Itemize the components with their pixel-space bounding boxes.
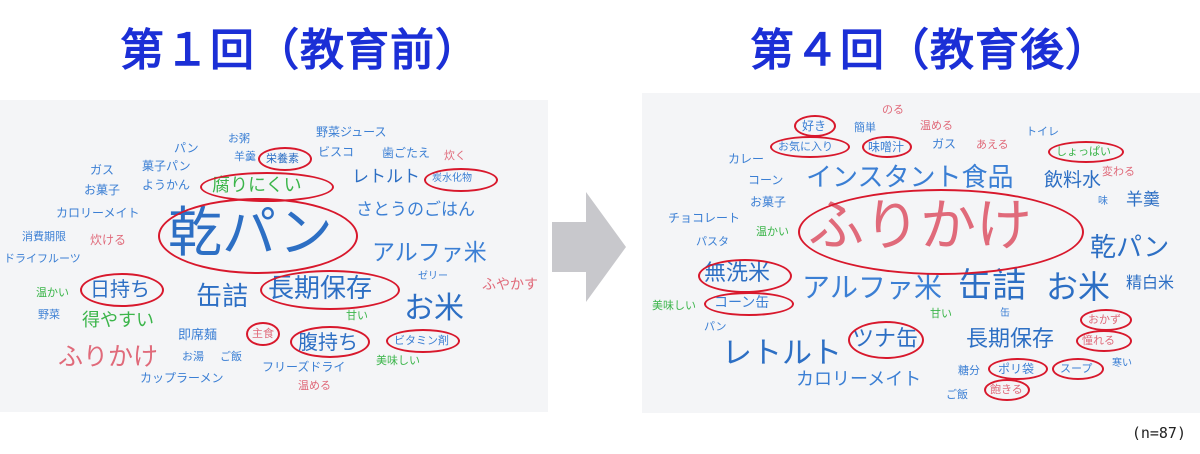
word: カップラーメン [140,371,224,385]
word: アルファ米 [802,271,943,304]
word: アルファ米 [372,240,487,266]
highlight-circle [246,322,280,346]
highlight-circle [260,270,400,310]
word: トイレ [1026,125,1059,138]
highlight-circle [290,326,370,358]
word: ドライフルーツ [4,252,81,265]
word: パン [704,320,727,333]
word: 寒い [1112,358,1132,369]
highlight-circle [988,358,1048,380]
word: 乾パン [1090,233,1170,263]
word: 野菜ジュース [316,125,387,139]
highlight-circle [798,189,1084,275]
word: 得やすい [82,310,154,331]
highlight-circle [698,259,792,293]
highlight-circle [794,115,836,137]
word: さとうのごはん [356,200,475,220]
word: 羊羹 [234,150,256,163]
title-after-education: 第４回（教育後） [750,25,1110,76]
word: ビスコ [318,145,355,159]
word: 飲料水 [1044,169,1102,191]
highlight-circle [862,136,912,158]
word: ガス [90,163,115,177]
word: レトルト [352,167,420,187]
word: 味 [1098,196,1108,207]
word: 温かい [36,286,69,299]
word: 美味しい [376,354,420,367]
highlight-circle [386,329,460,353]
word: 美味しい [652,299,696,312]
word: 野菜 [38,308,60,321]
word: チョコレート [668,211,741,225]
word: 歯ごたえ [382,146,431,160]
word: のる [882,103,904,116]
highlight-circle [1080,309,1132,331]
word: カロリーメイト [796,369,922,390]
word: ガス [932,137,957,151]
highlight-circle [848,321,924,359]
word: 温かい [756,225,789,238]
word: 缶詰 [958,266,1026,306]
highlight-circle [1076,330,1132,352]
word: ふやかす [482,277,538,293]
word: 簡単 [854,121,876,134]
word: フリーズドライ [262,360,346,374]
word: 炊ける [90,233,127,247]
title-before-education: 第１回（教育前） [120,25,480,76]
word: インスタント食品 [806,163,1014,193]
highlight-circle [704,292,794,316]
highlight-circle [258,147,312,171]
word: レトルト [722,336,842,371]
word: パン [174,141,199,155]
word: お粥 [228,132,250,145]
word: ご飯 [946,388,968,401]
word: 缶 [1000,308,1010,319]
highlight-circle [770,136,850,158]
word: ふりかけ [58,342,159,371]
word: 温める [920,119,953,132]
word: 変わる [1102,165,1135,178]
word: 菓子パン [142,159,191,173]
word: 長期保存 [966,327,1055,352]
word: 糖分 [958,364,980,377]
word: ゼリー [418,271,448,282]
word: コーン [748,173,784,187]
right-arrow-icon [552,192,626,302]
word: 精白米 [1126,273,1175,292]
word: カロリーメイト [56,206,140,220]
word: 羊羹 [1126,190,1160,210]
word: 缶詰 [196,282,249,312]
highlight-circle [158,198,358,274]
word-cloud-after: ふりかけ 缶詰 お米 アルファ米 インスタント食品 乾パン レトルト 長期保存 … [642,93,1200,413]
word: ご飯 [220,350,242,363]
word: 温める [298,379,331,392]
word: パスタ [696,235,729,248]
word: お米 [1046,268,1111,306]
word: お湯 [182,350,204,363]
word: お菓子 [750,195,787,209]
highlight-circle [80,273,164,307]
word: 甘い [346,309,368,322]
word: 消費期限 [22,230,66,243]
word-cloud-before: 乾パン 長期保存 お米 缶詰 アルファ米 ふりかけ 腐りにくい 日持ち 腹持ち … [0,100,548,412]
word: 炊く [444,149,466,162]
word: お菓子 [84,183,121,197]
highlight-circle [984,379,1030,401]
word: 即席麺 [178,328,218,343]
word: お米 [404,291,464,326]
sample-size-label: (n=87) [1131,424,1186,442]
word: カレー [728,152,765,166]
highlight-circle [424,168,498,192]
word: ようかん [142,178,191,192]
word: あえる [976,138,1009,151]
highlight-circle [200,172,334,202]
highlight-circle [1048,141,1124,163]
word: 甘い [930,307,952,320]
highlight-circle [1052,358,1104,380]
